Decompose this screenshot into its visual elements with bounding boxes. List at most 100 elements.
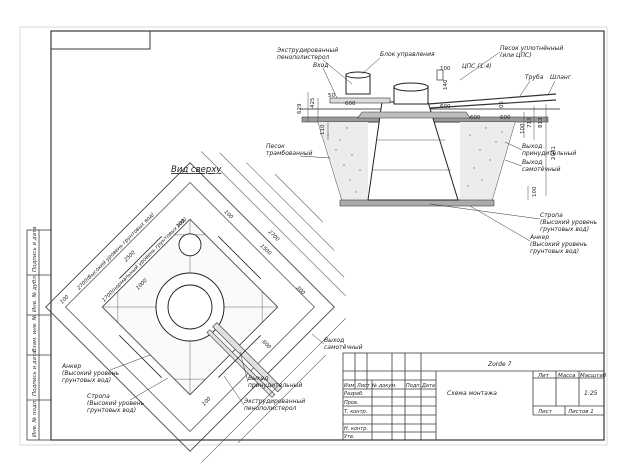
tb-hdr-lit: Лит xyxy=(537,373,550,379)
top-label-foam-2: пенополистерол xyxy=(244,405,297,412)
top-outlet-pipe xyxy=(212,322,283,393)
tb-col-date: Дата xyxy=(421,383,435,389)
tb-col-doc: № докум. xyxy=(371,383,397,389)
label-outlet-forced-1: Выход xyxy=(522,143,542,150)
top-dim-2500: 2500 xyxy=(123,249,137,263)
hose-line xyxy=(427,93,557,105)
tb-sheet-title: Схема монтажа xyxy=(447,390,497,397)
top-label-foam-1: Экструдированный xyxy=(243,398,305,405)
title-block xyxy=(342,352,605,441)
side-stamp-text-3: Взам. инв. № xyxy=(32,314,38,352)
tb-row-razrab: Разраб. xyxy=(344,391,364,397)
pipe-line xyxy=(429,99,557,109)
side-stamp-text-5: Подпись и дата xyxy=(32,226,38,272)
top-dim-100-c: 100 xyxy=(223,209,235,221)
dim-600-b: 600 xyxy=(470,115,481,121)
label-sling-1: Стропа xyxy=(540,212,563,219)
top-label-sling-1: Стропа xyxy=(87,393,110,400)
top-view-labels: Вид сверху Выход самотёчный Выход принуд… xyxy=(61,165,363,414)
top-view-title: Вид сверху xyxy=(171,165,222,175)
section-dims: 100 140 50 600 629 425 110 600 600 600 0… xyxy=(297,66,557,197)
dim-600-c: 600 xyxy=(500,115,511,121)
top-left-stamp xyxy=(50,30,151,50)
dim-2041: 2041 xyxy=(551,146,557,160)
top-label-sling-2: (Высокий уровень xyxy=(87,400,145,407)
sand-dots xyxy=(327,127,503,193)
top-label-sling-3: грунтовых вод) xyxy=(87,407,136,414)
top-label-outlet-forced-2: принудительный xyxy=(248,382,302,389)
section-dim-lines xyxy=(307,92,547,200)
label-sand-tamped-1: Песок xyxy=(266,143,285,150)
dim-50: 50 xyxy=(328,93,335,99)
dim-813: 813 xyxy=(538,117,544,128)
dim-110: 110 xyxy=(320,124,326,135)
side-stamp-text-4: Инв. № дубл. xyxy=(32,274,38,312)
label-hose: Шланг xyxy=(550,74,572,81)
tb-col-izm: Изм xyxy=(344,383,354,389)
top-label-outlet-gravity-1: Выход xyxy=(324,337,344,344)
label-anchor-3: грунтовых вод) xyxy=(530,248,579,255)
base-slab xyxy=(339,199,495,207)
tb-hdr-mass: Масса xyxy=(558,373,576,379)
dim-05: 05 xyxy=(499,101,505,108)
label-pipe: Труба xyxy=(525,74,544,81)
label-anchor-2: (Высокий уровень xyxy=(530,241,588,248)
section-view xyxy=(300,69,560,207)
label-block: Блок управления xyxy=(380,51,435,58)
label-foam-1: Экструдированный xyxy=(276,47,338,54)
top-dim-100-d: 100 xyxy=(201,396,213,408)
dim-600-d: 600 xyxy=(440,104,451,110)
label-outlet-gravity-2: самотёчный xyxy=(522,166,561,173)
dim-140: 140 xyxy=(443,79,449,90)
top-label-anchor-3: грунтовых вод) xyxy=(62,377,111,384)
tb-hdr-scale: Масштаб xyxy=(580,373,607,379)
label-sand-seal-2: (или ЦПС) xyxy=(500,52,532,59)
dim-425: 425 xyxy=(310,97,316,108)
top-dim-100-b: 100 xyxy=(175,218,187,230)
top-dim-100-a: 100 xyxy=(59,294,71,306)
side-stamp-text-1: Инв. № подл. xyxy=(32,399,38,437)
top-label-anchor-1: Анкер xyxy=(61,363,81,370)
top-dim-300: 300 xyxy=(295,285,307,297)
sheet-outer-edge xyxy=(19,26,608,446)
label-sand-tamped-2: трамбованный xyxy=(266,150,313,157)
top-view xyxy=(45,151,346,463)
label-outlet-forced-2: принудительный xyxy=(522,150,576,157)
dim-100-b: 100 xyxy=(520,123,526,134)
top-outer-square xyxy=(45,162,335,452)
dim-100-top: 100 xyxy=(440,66,451,72)
label-sling-3: грунтовых вод) xyxy=(540,226,589,233)
tb-row-utv: Утв. xyxy=(344,434,355,440)
tank-lid xyxy=(393,82,429,92)
tb-scale: 1:25 xyxy=(584,390,598,397)
dim-629: 629 xyxy=(297,103,303,114)
tb-sheets-label: Листов 1 xyxy=(567,409,594,415)
top-dim-600: 600 xyxy=(261,339,273,351)
tb-sheet-label: Лист xyxy=(537,409,553,415)
side-stamp xyxy=(26,229,52,441)
dim-600-a: 600 xyxy=(345,101,356,107)
top-control-block xyxy=(178,233,202,257)
label-outlet-gravity-1: Выход xyxy=(522,159,542,166)
tb-row-tkontr: Т. контр. xyxy=(344,409,367,415)
dim-713: 713 xyxy=(527,117,533,128)
top-label-outlet-gravity-2: самотёчный xyxy=(324,344,363,351)
top-dim-1500: 1500 xyxy=(259,243,273,257)
top-label-outlet-forced-1: Выход xyxy=(248,375,268,382)
title-block-text: Zorde 7 Схема монтажа Изм Лист № докум. … xyxy=(344,361,607,440)
tb-row-prov: Пров. xyxy=(344,400,359,406)
label-anchor-1: Анкер xyxy=(529,234,549,241)
top-tank-neck xyxy=(167,284,213,330)
label-sand-seal-1: Песок уплотнённый xyxy=(500,45,563,52)
side-stamp-text-2: Подпись и дата xyxy=(32,350,38,396)
label-foam-2: пенополистерол xyxy=(277,54,330,61)
tb-doc-code: Zorde 7 xyxy=(487,361,512,368)
dim-100-c: 100 xyxy=(532,186,538,197)
top-label-anchor-2: (Высокий уровень xyxy=(62,370,120,377)
section-labels: Экструдированный пенополистерол Вход Бло… xyxy=(266,45,598,255)
label-sling-2: (Высокий уровень xyxy=(540,219,598,226)
inlet-pipe xyxy=(329,97,391,104)
tb-col-list: Лист xyxy=(356,383,371,389)
